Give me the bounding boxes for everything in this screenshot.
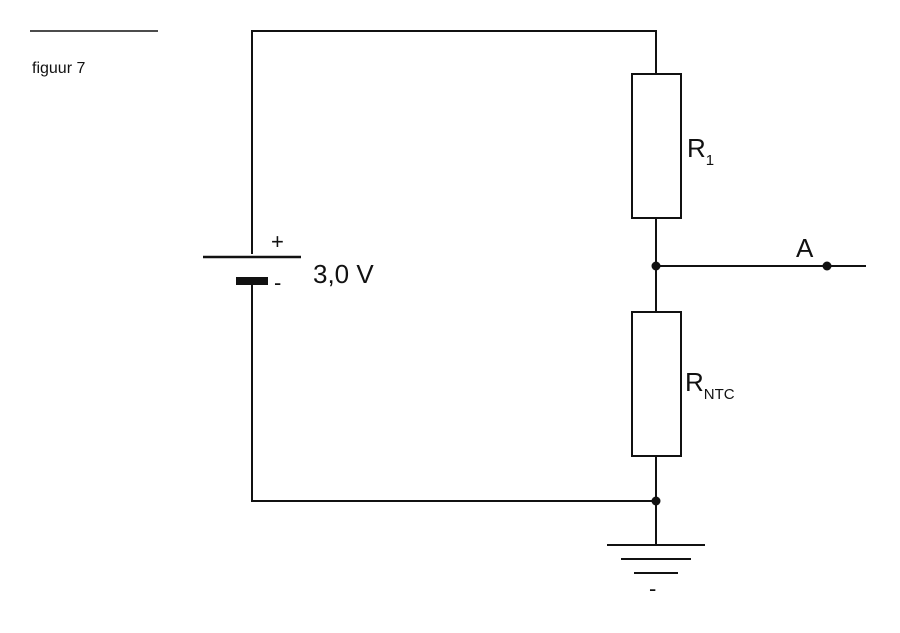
battery-voltage-label: 3,0 V — [313, 259, 374, 289]
ground-symbol — [607, 544, 705, 574]
resistor-r1-body — [631, 73, 682, 219]
resistor-r1-label: R1 — [687, 133, 714, 169]
output-terminal-a — [822, 261, 832, 271]
resistor-ntc: RNTC — [631, 311, 735, 457]
wire-bottom-loop — [251, 283, 656, 502]
resistor-r1: R1 — [631, 73, 714, 219]
output-label: A — [796, 233, 814, 263]
wire-top-loop — [251, 30, 657, 254]
ground-minus-sign: - — [649, 576, 656, 601]
resistor-ntc-body — [631, 311, 682, 457]
battery-minus-sign: - — [274, 270, 281, 295]
battery-symbol: + - 3,0 V — [203, 229, 374, 295]
resistor-ntc-label-sub: NTC — [704, 386, 735, 403]
resistor-r1-label-sub: 1 — [706, 152, 714, 169]
battery-plus-sign: + — [271, 229, 284, 254]
junction-bottom — [651, 496, 661, 506]
resistor-r1-label-main: R — [687, 133, 706, 163]
junction-middle — [651, 261, 661, 271]
figure-caption: figuur 7 — [32, 60, 85, 77]
resistor-ntc-label-main: R — [685, 367, 704, 397]
resistor-ntc-label: RNTC — [685, 367, 735, 403]
battery-negative-plate — [236, 277, 268, 285]
